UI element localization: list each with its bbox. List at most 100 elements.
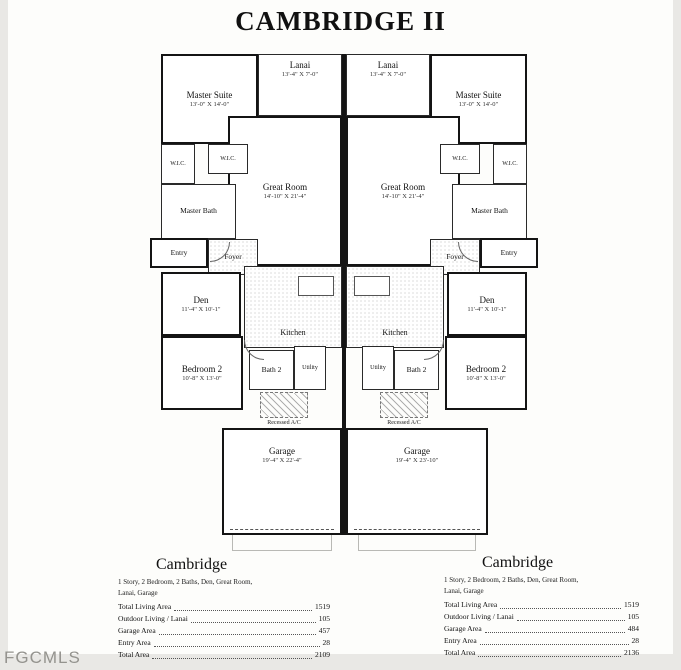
spec-row: Outdoor Living / Lanai 105 [118, 613, 330, 625]
room-master-bath-right: Master Bath [452, 184, 527, 239]
kitchen-island-right [354, 276, 390, 296]
spec-table-left: Cambridge 1 Story, 2 Bedroom, 2 Baths, D… [118, 556, 330, 661]
room-name: Master Suite [455, 89, 502, 100]
room-utility-right: Utility [362, 346, 394, 390]
spec-row-value: 2109 [315, 650, 330, 659]
room-name: Great Room [380, 181, 426, 192]
spec-row-label: Outdoor Living / Lanai [444, 612, 514, 621]
spec-row: Total Living Area 1519 [444, 599, 639, 611]
spec-row: Total Living Area 1519 [118, 601, 330, 613]
ac-pad-label: Recessed A/C [387, 420, 421, 426]
spec-row: Total Area 2109 [118, 649, 330, 661]
spec-row-value: 484 [627, 624, 639, 633]
spec-row-label: Outdoor Living / Lanai [118, 614, 188, 623]
room-name: Master Suite [186, 89, 233, 100]
room-name: W.I.C. [452, 155, 468, 162]
room-dims: 11'-4" X 10'-1" [467, 305, 507, 313]
spec-row-value: 105 [318, 614, 330, 623]
room-dims: 19'-4" X 22'-4" [262, 457, 302, 465]
room-entry-left: Entry [150, 238, 208, 268]
spec-row: Entry Area 28 [444, 635, 639, 647]
spec-title: Cambridge [482, 554, 554, 571]
spec-row-value: 105 [627, 612, 639, 621]
room-dims: 13'-0" X 14'-0" [189, 100, 230, 108]
spec-row: Garage Area 457 [118, 625, 330, 637]
room-name: W.I.C. [220, 155, 236, 162]
room-name: Bath 2 [261, 364, 282, 374]
room-dims: 10'-8" X 13'-0" [182, 374, 222, 382]
dotted-leader [190, 622, 316, 623]
garage-door-dashed [230, 529, 334, 530]
spec-table-right: Cambridge 1 Story, 2 Bedroom, 2 Baths, D… [444, 554, 639, 659]
spec-row-value: 457 [318, 626, 330, 635]
room-dims: 13'-4" X 7'-0" [281, 71, 319, 79]
room-garage-left: Garage 19'-4" X 22'-4" [222, 428, 342, 535]
dotted-leader [174, 610, 312, 611]
dotted-leader [153, 646, 320, 647]
dotted-leader [500, 608, 621, 609]
driveway-apron-left [232, 535, 332, 551]
room-dims: 13'-4" X 7'-0" [369, 71, 407, 79]
room-bedroom-2-left: Bedroom 2 10'-8" X 13'-0" [161, 336, 243, 410]
spec-row-label: Total Area [444, 648, 476, 657]
room-name: Garage [269, 446, 295, 456]
room-name: Entry [170, 247, 188, 257]
room-dims: 19'-4" X 23'-10" [395, 457, 439, 465]
room-name: Lanai [289, 60, 311, 70]
room-kitchen-right: Kitchen [346, 266, 444, 348]
room-dims: 13'-0" X 14'-0" [458, 100, 499, 108]
spec-row-label: Entry Area [118, 638, 151, 647]
dotted-leader [516, 620, 625, 621]
room-dims: 11'-4" X 10'-1" [181, 305, 221, 313]
kitchen-island-left [298, 276, 334, 296]
spec-description-line: 1 Story, 2 Bedroom, 2 Baths, Den, Great … [444, 576, 579, 584]
spec-row-value: 1519 [624, 600, 639, 609]
room-name: Utility [370, 364, 386, 371]
room-name: Bedroom 2 [465, 363, 507, 374]
garage-door-dashed [354, 529, 480, 530]
room-den-left: Den 11'-4" X 10'-1" [161, 272, 241, 336]
spec-row: Outdoor Living / Lanai 105 [444, 611, 639, 623]
spec-row-label: Garage Area [444, 624, 482, 633]
dotted-leader [479, 644, 629, 645]
room-bedroom-2-right: Bedroom 2 10'-8" X 13'-0" [445, 336, 527, 410]
room-dims: 14'-10" X 21'-4" [263, 192, 307, 200]
dotted-leader [478, 656, 621, 657]
dotted-leader [158, 634, 316, 635]
spec-row: Garage Area 484 [444, 623, 639, 635]
room-den-right: Den 11'-4" X 10'-1" [447, 272, 527, 336]
room-wic-1-right: W.I.C. [493, 144, 527, 184]
spec-description-line: Lanai, Garage [118, 588, 158, 597]
room-wic-2-left: W.I.C. [208, 144, 248, 174]
ac-pad-left [260, 392, 308, 418]
spec-description: 1 Story, 2 Bedroom, 2 Baths, Den, Great … [118, 577, 330, 598]
spec-row-value: 28 [631, 636, 640, 645]
room-name: Bedroom 2 [181, 363, 223, 374]
spec-description: 1 Story, 2 Bedroom, 2 Baths, Den, Great … [444, 575, 639, 596]
dotted-leader [152, 658, 312, 659]
room-name: Utility [302, 364, 318, 371]
room-name: Master Bath [180, 206, 217, 216]
room-utility-left: Utility [294, 346, 326, 390]
door-swing-arc [424, 340, 444, 360]
room-name: Great Room [262, 181, 308, 192]
spec-row-label: Total Living Area [444, 600, 498, 609]
room-name: Bath 2 [406, 364, 427, 374]
spec-row: Entry Area 28 [118, 637, 330, 649]
spec-row-label: Entry Area [444, 636, 477, 645]
door-swing-arc [244, 340, 264, 360]
driveway-apron-right [358, 535, 476, 551]
room-dims: 14'-10" X 21'-4" [381, 192, 425, 200]
room-lanai-left: Lanai 13'-4" X 7'-0" [258, 54, 342, 116]
room-name: Lanai [377, 60, 399, 70]
room-bath-2-right: Bath 2 [394, 350, 439, 390]
ac-pad-right [380, 392, 428, 418]
spec-row-label: Garage Area [118, 626, 156, 635]
ac-pad-label: Recessed A/C [267, 420, 301, 426]
mls-watermark: FGCMLS [4, 648, 81, 667]
spec-row-value: 2136 [624, 648, 639, 657]
room-master-bath-left: Master Bath [161, 184, 236, 239]
room-dims: 10'-8" X 13'-0" [466, 374, 506, 382]
spec-description-line: Lanai, Garage [444, 586, 484, 595]
